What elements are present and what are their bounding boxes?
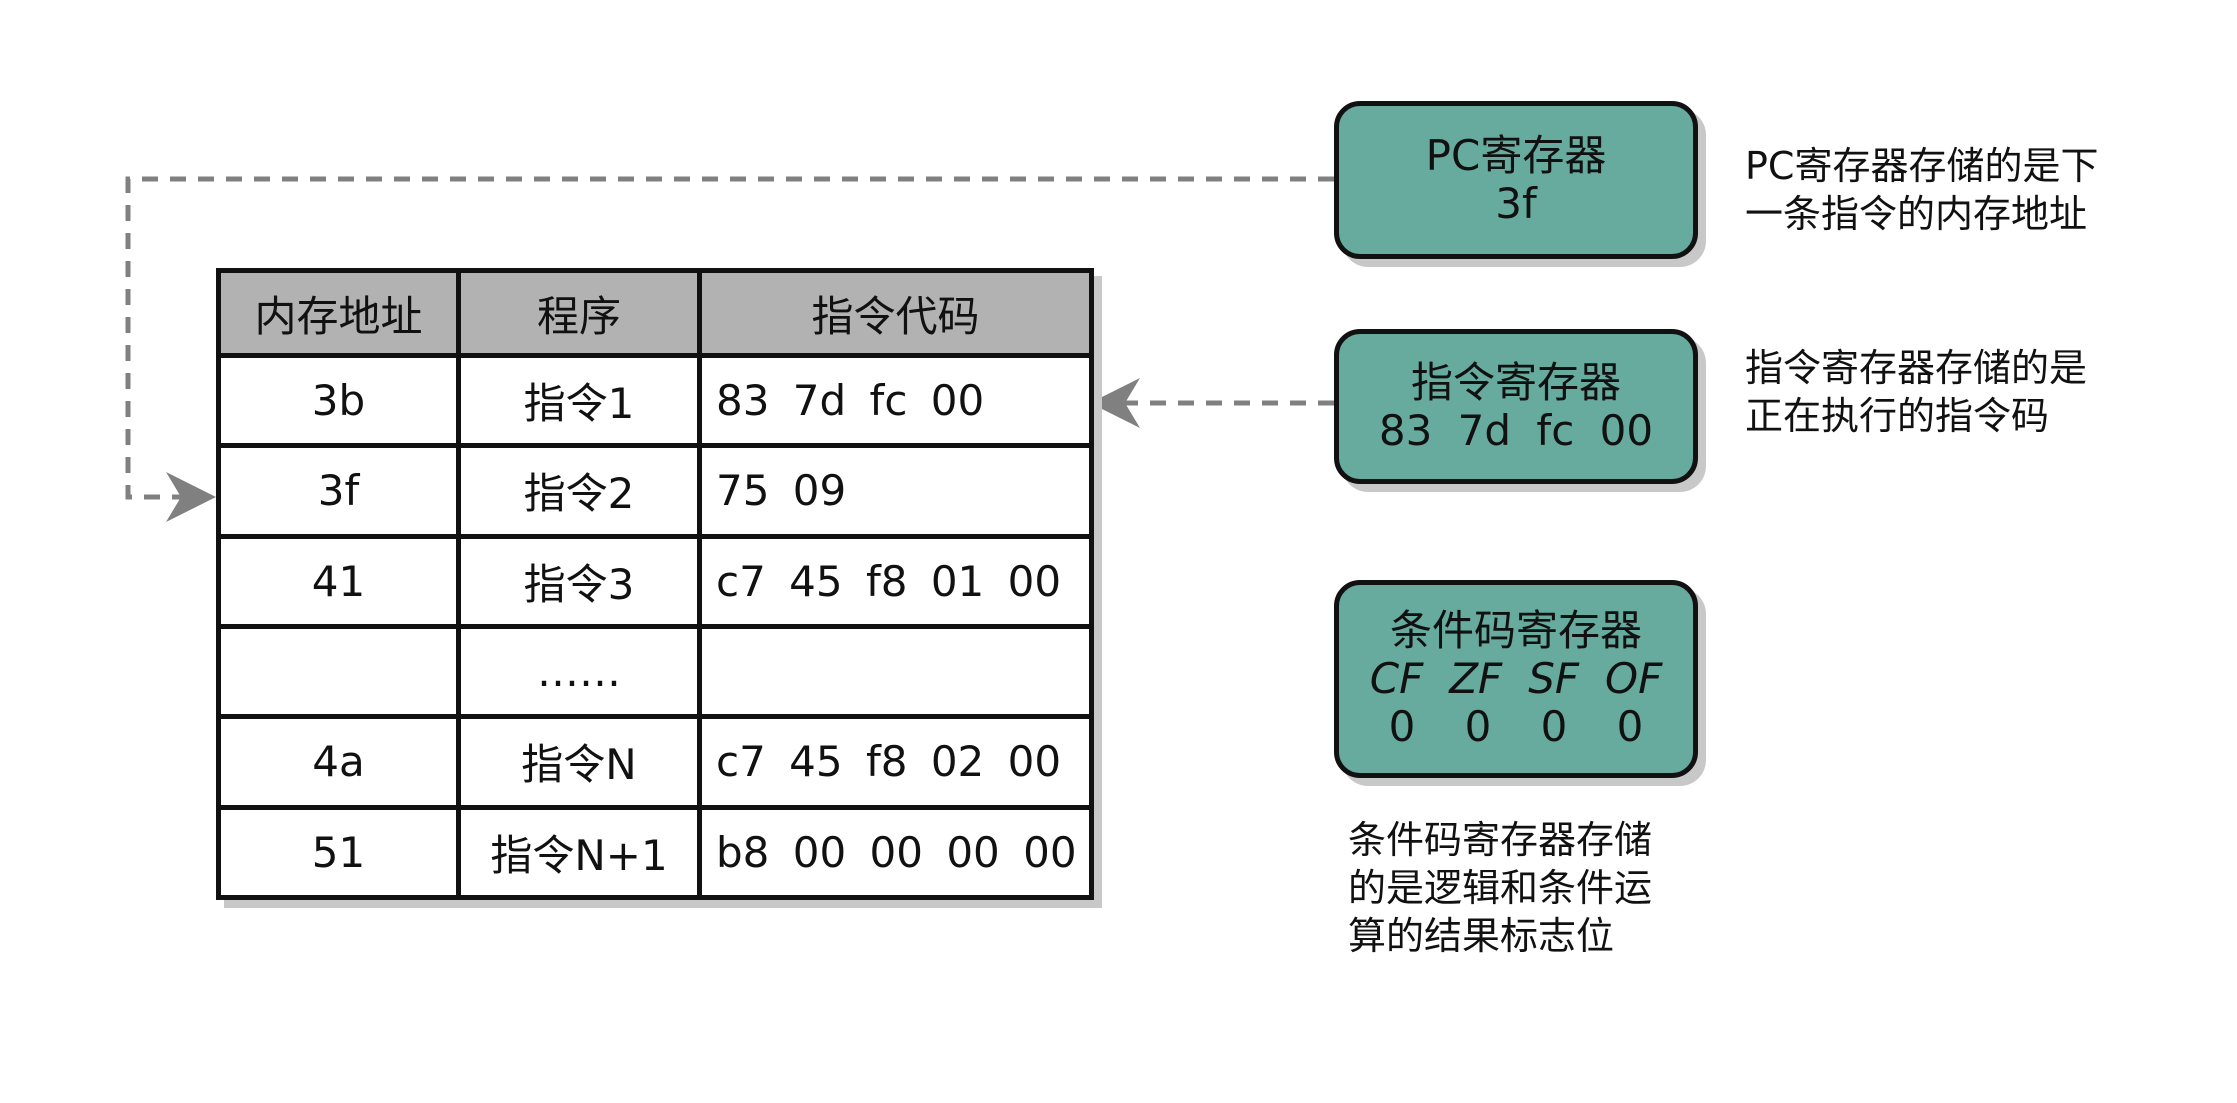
condition-flag-values: 0 0 0 0 xyxy=(1377,703,1655,751)
pc-register-name: PC寄存器 xyxy=(1425,131,1607,180)
instruction-register: 指令寄存器 83 7d fc 00 xyxy=(1334,329,1698,484)
flag-name-sf: SF xyxy=(1528,654,1580,703)
flag-name-of: OF xyxy=(1605,654,1663,703)
table-row: 3f 指令2 75 09 xyxy=(216,443,1094,539)
note-line: 一条指令的内存地址 xyxy=(1745,192,2088,236)
condition-register-note: 条件码寄存器存储 的是逻辑和条件运 算的结果标志位 xyxy=(1348,816,1652,960)
condition-register-name: 条件码寄存器 xyxy=(1389,606,1642,655)
cell-program: 指令1 xyxy=(456,352,702,449)
pc-register-value: 3f xyxy=(1495,179,1537,228)
cell-code: 83 7d fc 00 xyxy=(697,352,1094,449)
cell-address: 3f xyxy=(216,443,461,539)
cell-program: 指令N+1 xyxy=(456,804,702,901)
memory-table: 内存地址 程序 指令代码 3b 指令1 83 7d fc 00 3f 指令2 7… xyxy=(216,268,1094,901)
flag-value-cf: 0 xyxy=(1388,702,1416,751)
cell-program: 指令N xyxy=(456,714,702,810)
cell-address: 51 xyxy=(216,804,461,901)
header-code: 指令代码 xyxy=(697,268,1094,358)
table-row: 3b 指令1 83 7d fc 00 xyxy=(216,352,1094,449)
condition-code-register: 条件码寄存器 CF ZF SF OF 0 0 0 0 xyxy=(1334,580,1698,778)
pc-register-note: PC寄存器存储的是下 一条指令的内存地址 xyxy=(1745,142,2098,238)
flag-value-of: 0 xyxy=(1616,702,1644,751)
cell-code: c7 45 f8 01 00 xyxy=(697,533,1094,629)
header-address: 内存地址 xyxy=(216,268,461,358)
flag-name-zf: ZF xyxy=(1449,654,1503,703)
cell-code: 75 09 xyxy=(697,443,1094,539)
cell-program: 指令2 xyxy=(456,443,702,539)
table-row: 51 指令N+1 b8 00 00 00 00 xyxy=(216,804,1094,901)
cell-address: 41 xyxy=(216,533,461,629)
instruction-register-note: 指令寄存器存储的是 正在执行的指令码 xyxy=(1745,344,2087,440)
cell-program: …… xyxy=(456,623,702,720)
note-line: 正在执行的指令码 xyxy=(1745,394,2050,438)
flag-value-zf: 0 xyxy=(1464,702,1492,751)
condition-flag-names: CF ZF SF OF xyxy=(1370,655,1662,703)
flag-value-sf: 0 xyxy=(1540,702,1568,751)
flag-name-cf: CF xyxy=(1369,654,1424,703)
cell-address: 4a xyxy=(216,714,461,810)
instruction-register-name: 指令寄存器 xyxy=(1410,357,1621,407)
cell-code: c7 45 f8 02 00 xyxy=(697,714,1094,810)
note-line: 指令寄存器存储的是 xyxy=(1745,346,2088,390)
note-line: 条件码寄存器存储 xyxy=(1348,818,1653,862)
cell-program: 指令3 xyxy=(456,533,702,629)
instruction-register-value: 83 7d fc 00 xyxy=(1378,405,1654,455)
cell-code: b8 00 00 00 00 xyxy=(697,804,1094,901)
table-row: 41 指令3 c7 45 f8 01 00 xyxy=(216,533,1094,629)
pc-to-memory-arrow xyxy=(125,176,1334,522)
cell-code xyxy=(697,623,1094,720)
table-row: 4a 指令N c7 45 f8 02 00 xyxy=(216,714,1094,810)
note-line: 算的结果标志位 xyxy=(1348,914,1615,958)
cell-address: 3b xyxy=(216,352,461,449)
note-line: 的是逻辑和条件运 xyxy=(1348,866,1653,910)
table-header-row: 内存地址 程序 指令代码 xyxy=(216,268,1094,358)
header-program: 程序 xyxy=(456,268,702,358)
note-line: PC寄存器存储的是下 xyxy=(1745,144,2099,188)
pc-register: PC寄存器 3f xyxy=(1334,101,1698,259)
table-row: …… xyxy=(216,623,1094,720)
cell-address xyxy=(216,623,461,720)
